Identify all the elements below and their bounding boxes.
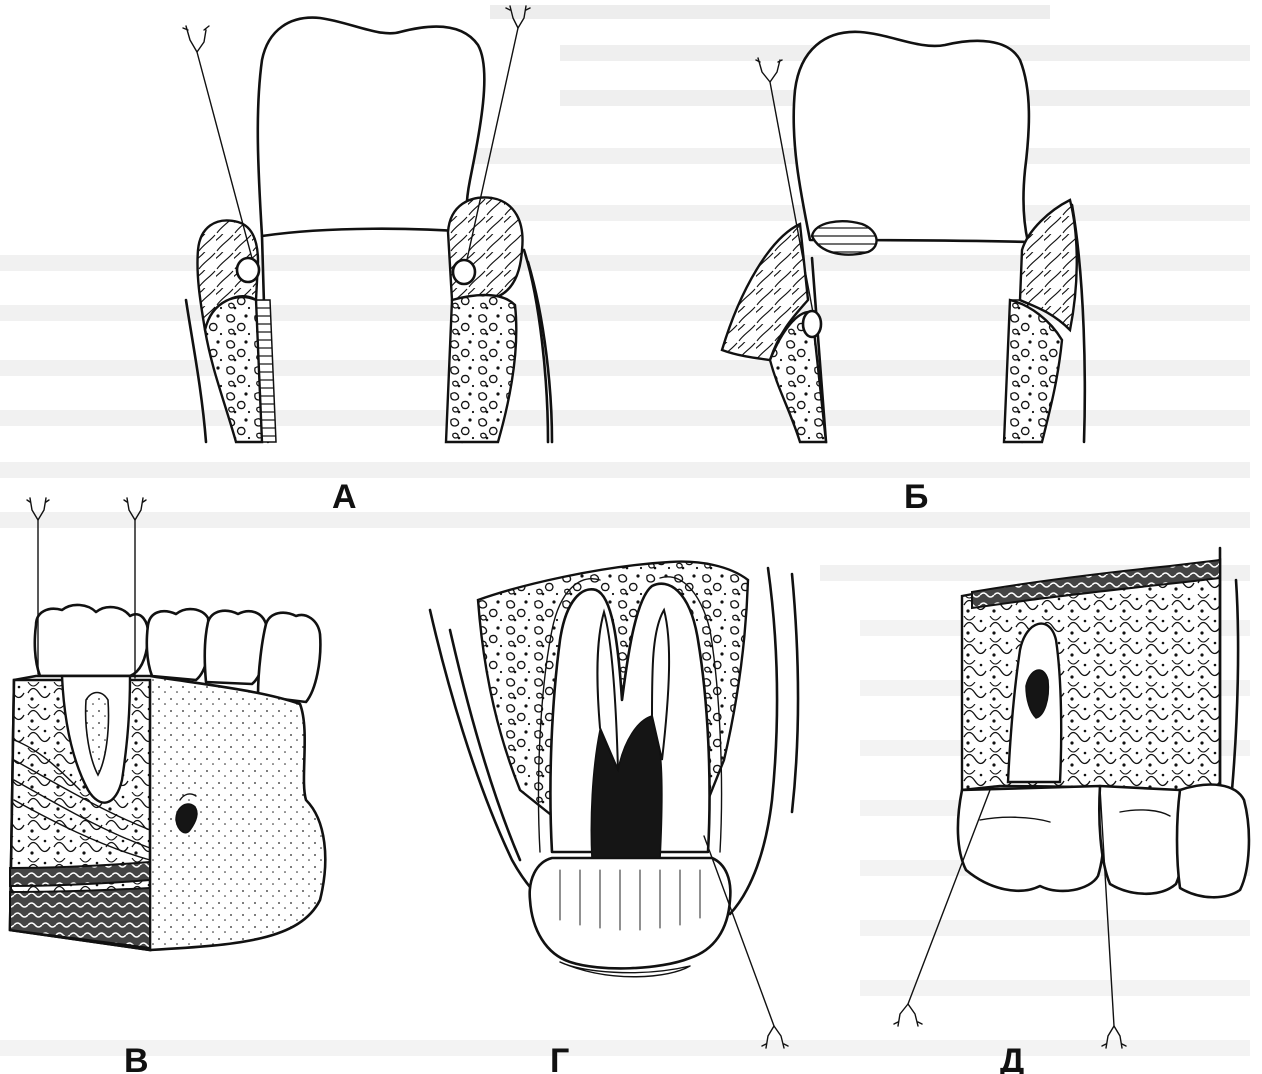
pulp-canal: [84, 691, 110, 777]
periodontal-probe: [1099, 787, 1127, 1049]
alveolar-bone: [768, 310, 828, 444]
gingiva: [720, 222, 810, 362]
panel-label-b: Б: [904, 478, 928, 516]
panel-label-v: В: [124, 1042, 149, 1074]
cortical-bone: [971, 558, 1221, 610]
cortical-bone: [9, 886, 151, 950]
periodontal-probe: [755, 57, 823, 339]
tooth-crown: [1098, 784, 1187, 896]
periodontal-probe: [893, 789, 991, 1027]
tooth-crown: [256, 611, 322, 704]
gingiva: [728, 566, 800, 916]
tooth-crown: [1175, 783, 1251, 899]
panel-v: В: [8, 497, 327, 1074]
tooth-crown: [792, 30, 1031, 244]
mandibular-canal: [9, 860, 151, 888]
tooth-crown: [145, 607, 211, 682]
panel-a: А: [182, 5, 554, 516]
fiber-bands: [13, 739, 151, 861]
bleed-through-text: [0, 5, 1250, 1056]
periodontal-probe: [451, 5, 531, 286]
panel-b: Б: [720, 30, 1087, 516]
tooth-crown: [956, 784, 1106, 893]
gingiva: [1018, 198, 1078, 333]
alveolar-bone: [1002, 298, 1064, 444]
panel-label-d: Д: [1000, 1042, 1024, 1074]
periodontal-probe: [26, 497, 50, 675]
pulp-canal: [1025, 669, 1050, 719]
panel-label-g: Г: [550, 1042, 569, 1074]
alveolar-bone: [444, 293, 518, 444]
periodontal-probe: [703, 835, 789, 1049]
panel-label-a: А: [332, 478, 357, 516]
periodontal-probe: [182, 25, 261, 284]
calculus-deposit: [810, 220, 878, 256]
tooth-crown: [256, 16, 486, 238]
gingiva: [446, 196, 524, 302]
panel-g: Г: [428, 560, 800, 1074]
periodontal-probe: [123, 497, 147, 679]
pulp-canal: [596, 607, 671, 771]
alveolar-bone: [203, 295, 264, 444]
panel-d: Д: [893, 546, 1251, 1074]
tooth-crown: [33, 603, 150, 678]
mental-foramen: [175, 803, 198, 834]
